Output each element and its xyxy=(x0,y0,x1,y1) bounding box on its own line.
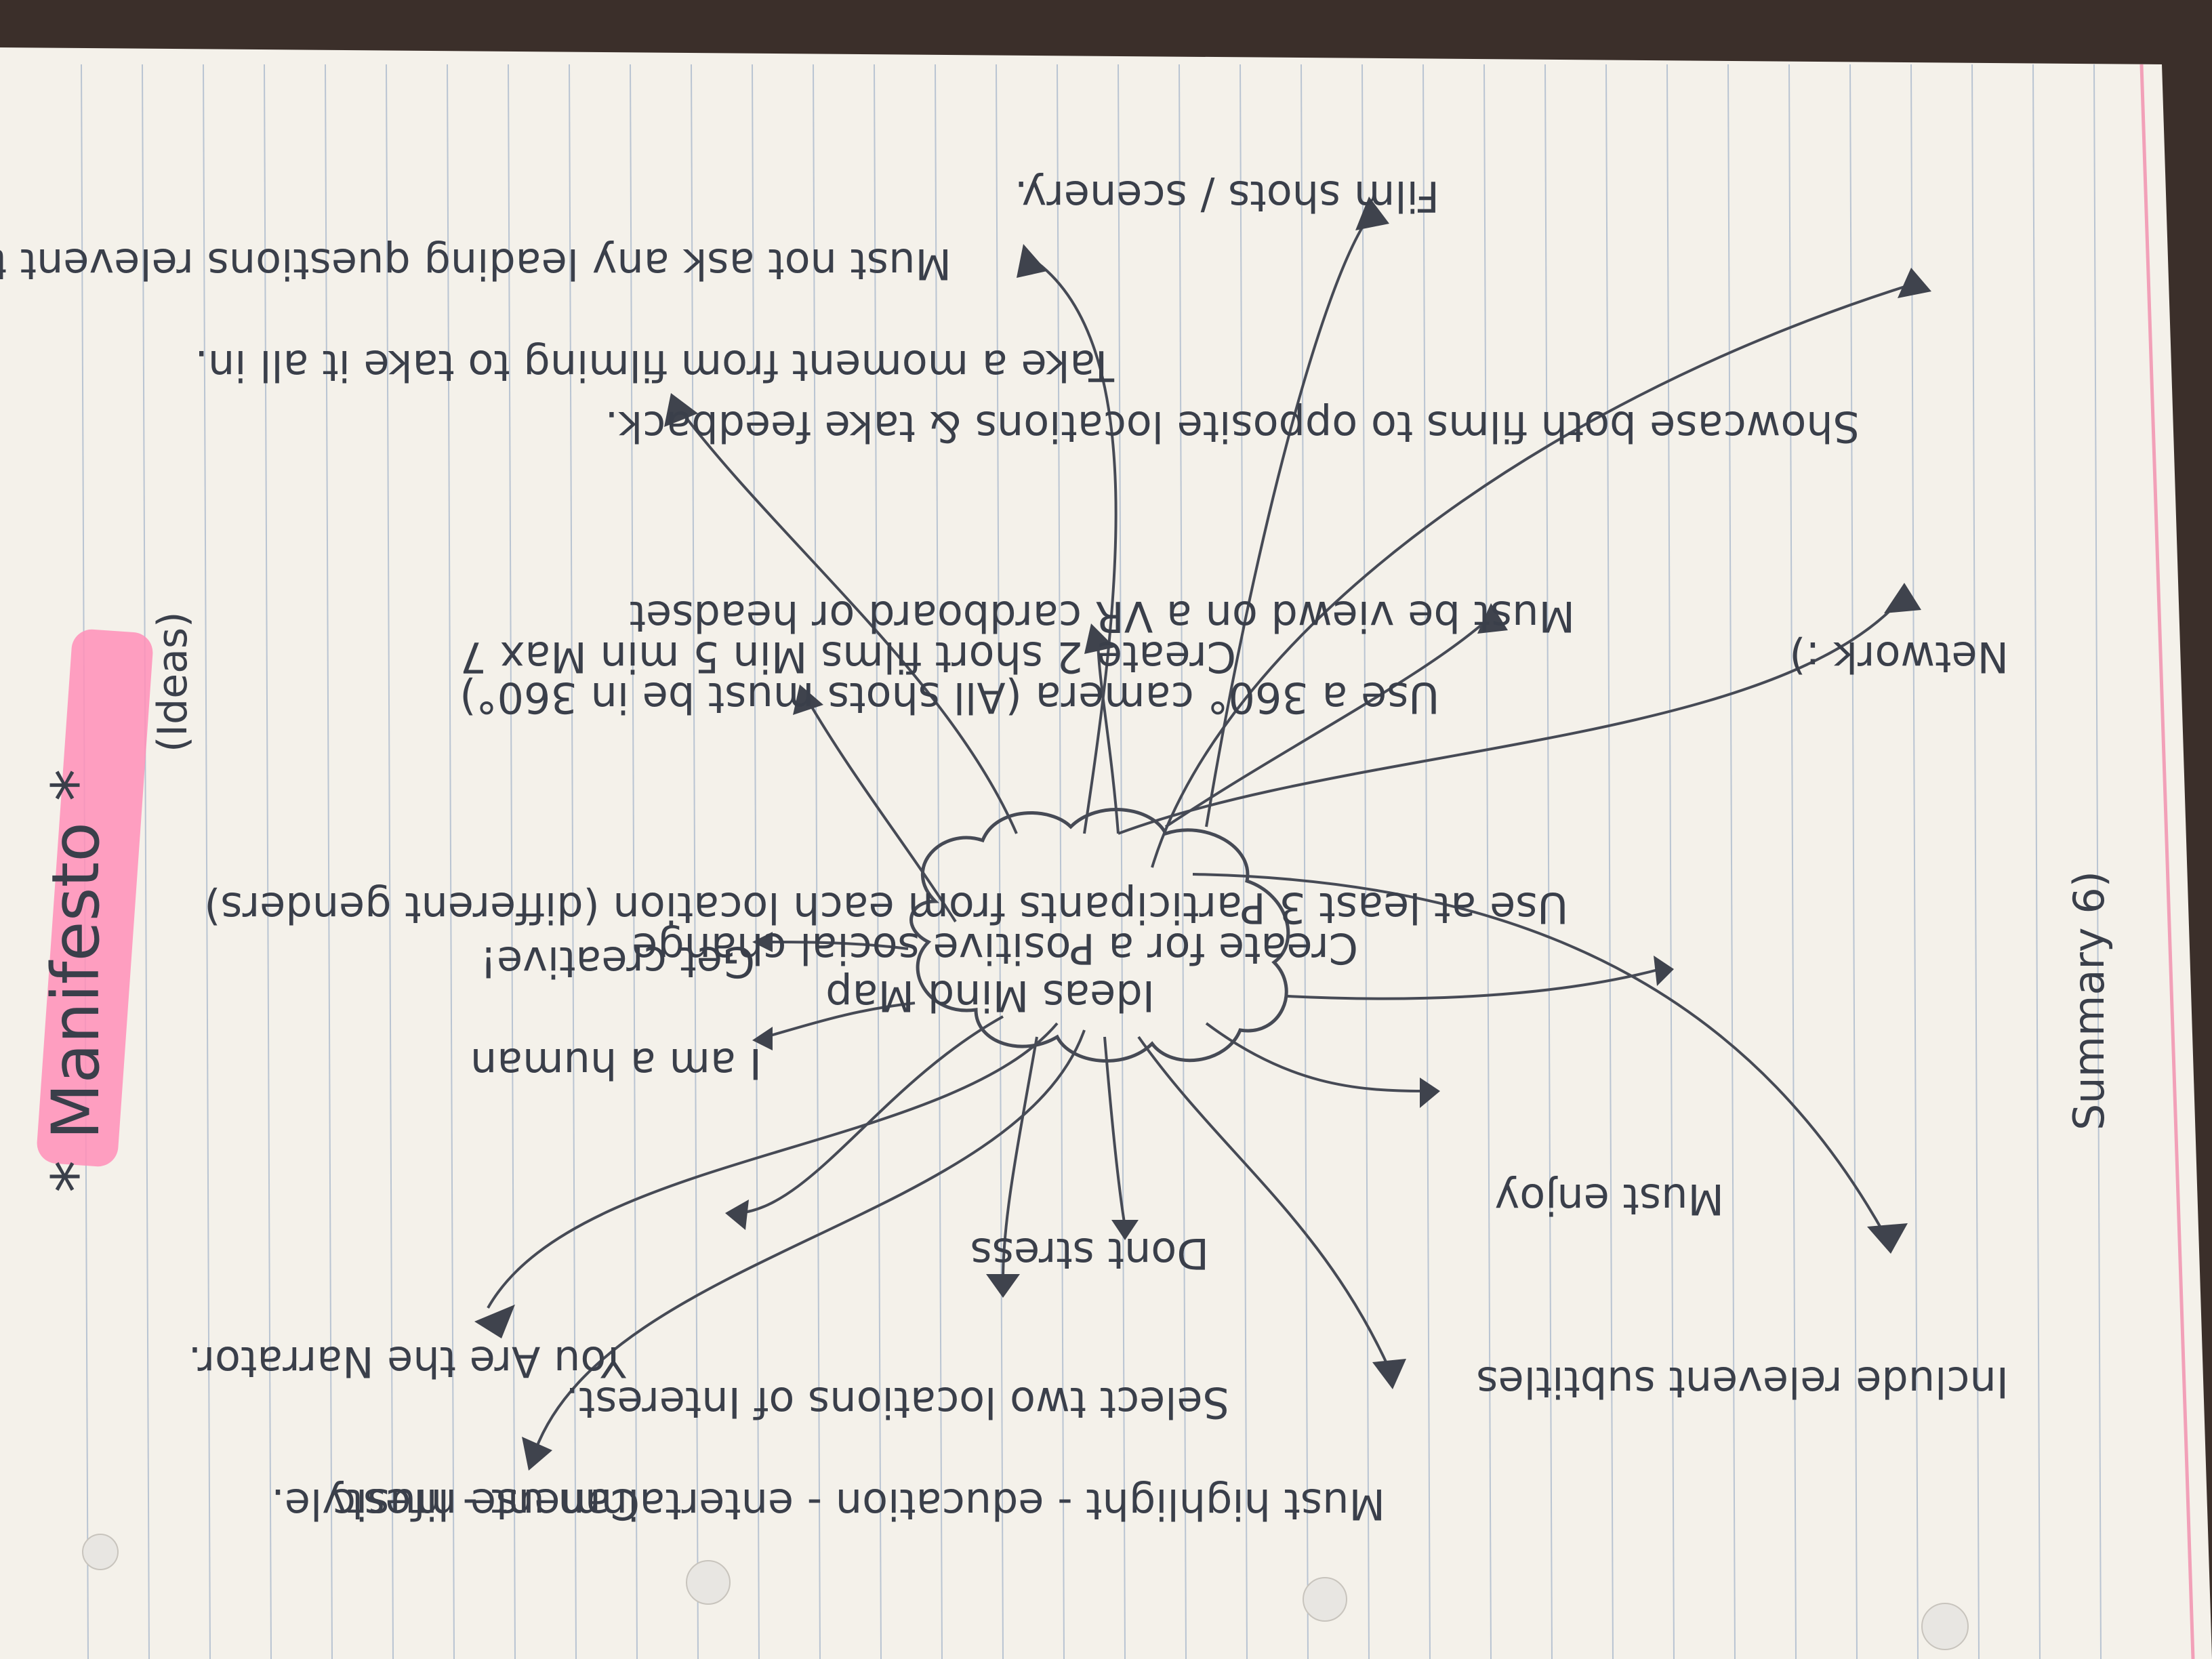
note-vr-cardboard: Must be viewd on a VR cardboard or heads… xyxy=(630,592,1575,641)
center-topic: Ideas Mind Map xyxy=(825,971,1155,1021)
note-two-locations: Select two locations of Interest. xyxy=(565,1378,1229,1427)
note-take-moment: Take a moment from filming to take it al… xyxy=(194,341,1115,390)
mind-map-branches xyxy=(487,216,1912,1451)
note-showcase-films: Showcase both films to opposite location… xyxy=(605,402,1860,451)
page-subtitle: (Ideas) xyxy=(149,611,197,752)
note-get-creative: Get creative! xyxy=(480,937,755,987)
note-highlight: Must highlight - education - entertainme… xyxy=(271,1479,1385,1529)
handwriting-layer: Ideas Mind Map Must not ask any leading … xyxy=(0,171,2114,1529)
arrowheads xyxy=(474,197,1931,1471)
note-network: Network :) xyxy=(1789,632,2009,682)
paper-sheet xyxy=(0,47,2212,1659)
binder-holes xyxy=(82,1534,1969,1650)
note-360-camera: Use a 360° camera (All shots must be in … xyxy=(459,673,1439,722)
central-cloud xyxy=(909,808,1290,1063)
note-music: Can use music xyxy=(333,1479,640,1529)
note-must-enjoy: Must enjoy xyxy=(1495,1174,1724,1224)
note-dont-stress: Dont stress xyxy=(970,1229,1209,1278)
note-film-shots: Film shots / scenery. xyxy=(1015,171,1439,221)
page-title: * Manifesto * xyxy=(38,769,114,1193)
note-i-am-human: I am a human xyxy=(470,1039,762,1088)
note-leading-questions: Must not ask any leading questions relev… xyxy=(0,239,951,289)
margin-line xyxy=(2139,64,2195,1659)
note-subtitles: Include relevent subtitles xyxy=(1476,1357,2009,1407)
note-positive-change: Create for a Positive social change xyxy=(632,924,1358,973)
ruled-lines xyxy=(81,64,2102,1659)
note-narrator: You Are the Narrator. xyxy=(188,1337,627,1387)
note-participants: Use at least 3 Participants from each lo… xyxy=(204,883,1568,933)
note-create-short-films: Create 2 short films Min 5 min Max 7 xyxy=(460,632,1236,682)
highlighter-stroke xyxy=(37,629,153,1167)
margin-summary: Summary 6) xyxy=(2064,871,2114,1130)
